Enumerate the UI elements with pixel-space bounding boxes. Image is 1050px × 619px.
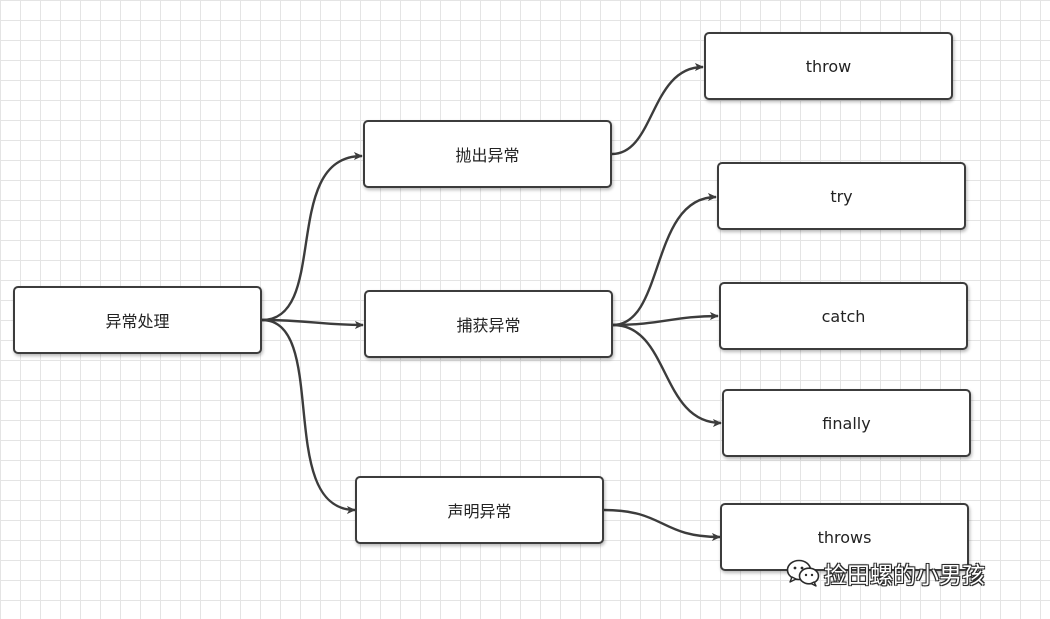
node-label: catch: [821, 306, 866, 326]
node-throw[interactable]: throw: [704, 32, 953, 100]
node-label: 异常处理: [105, 312, 170, 331]
node-try[interactable]: try: [717, 162, 966, 230]
node-finally[interactable]: finally: [722, 389, 971, 457]
node-label: 捕获异常: [456, 316, 521, 335]
watermark-text: 捡田螺的小男孩: [824, 563, 985, 589]
edge-catch-exception-to-catch: [612, 311, 719, 327]
edge-root-to-declare-exception: [261, 318, 356, 515]
edge-catch-exception-to-try: [612, 192, 717, 327]
node-catch-exception[interactable]: 捕获异常: [364, 290, 613, 358]
node-label: 声明异常: [447, 502, 512, 521]
node-label: throws: [817, 527, 872, 547]
node-label: throw: [805, 56, 852, 76]
node-throw-exception[interactable]: 抛出异常: [363, 120, 612, 188]
watermark: 捡田螺的小男孩: [786, 556, 985, 590]
node-label: try: [830, 186, 853, 206]
node-label: 抛出异常: [455, 146, 520, 165]
edge-throw-exception-to-throw: [611, 62, 704, 156]
node-label: finally: [822, 413, 871, 433]
node-exception-handling[interactable]: 异常处理: [13, 286, 262, 354]
node-declare-exception[interactable]: 声明异常: [355, 476, 604, 544]
edge-catch-exception-to-finally: [612, 323, 722, 428]
node-throws[interactable]: throws: [720, 503, 969, 571]
edge-root-to-throw-exception: [261, 151, 363, 322]
wechat-icon: [786, 559, 820, 587]
edge-root-to-catch-exception: [261, 318, 364, 330]
node-catch[interactable]: catch: [719, 282, 968, 350]
edge-declare-exception-to-throws: [603, 508, 721, 542]
